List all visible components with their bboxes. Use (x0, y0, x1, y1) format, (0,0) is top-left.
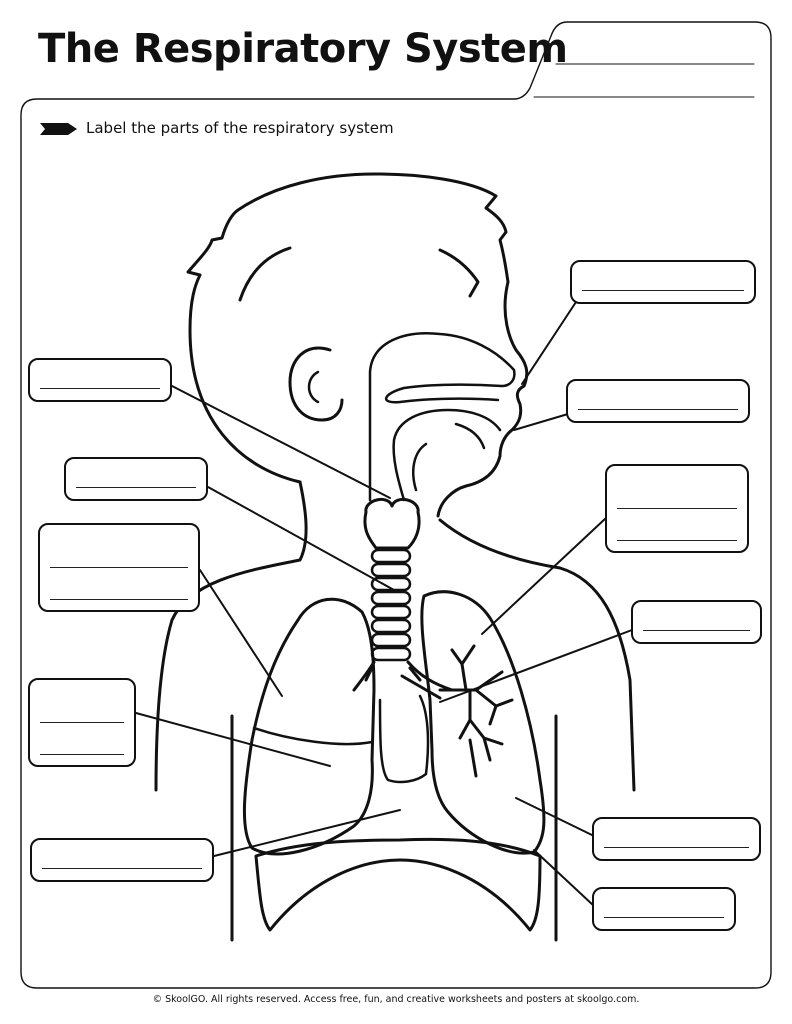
label-box-left-2[interactable] (64, 457, 208, 501)
label-box-left-3[interactable] (38, 523, 200, 612)
label-box-right-2[interactable] (566, 379, 750, 423)
heart (378, 694, 430, 784)
label-box-right-1[interactable] (570, 260, 756, 304)
diaphragm (254, 837, 542, 932)
instruction-text: Label the parts of the respiratory syste… (86, 119, 394, 137)
neck-back (154, 480, 308, 792)
nasal-cavity (368, 332, 516, 502)
label-box-left-5[interactable] (30, 838, 214, 882)
left-lung (242, 597, 376, 856)
copyright-footer: © SkoolGO. All rights reserved. Access f… (152, 994, 640, 1005)
head-outline (186, 172, 529, 518)
larynx (363, 497, 421, 550)
label-box-left-1[interactable] (28, 358, 172, 402)
page-frame (20, 21, 772, 989)
ear (288, 346, 344, 422)
leader-lines (135, 301, 633, 907)
bronchi (352, 660, 454, 700)
bronchioles (438, 644, 514, 778)
right-lung (420, 590, 546, 855)
label-box-right-3[interactable] (605, 464, 749, 553)
oral-cavity (392, 408, 502, 502)
label-box-left-4[interactable] (28, 678, 136, 767)
trachea-rings (370, 548, 412, 662)
label-box-right-6[interactable] (592, 887, 736, 931)
neck-front (438, 518, 636, 792)
page-title: The Respiratory System (38, 26, 568, 72)
label-box-right-5[interactable] (592, 817, 761, 861)
arrow-tag-icon (40, 123, 77, 135)
label-box-right-4[interactable] (631, 600, 762, 644)
